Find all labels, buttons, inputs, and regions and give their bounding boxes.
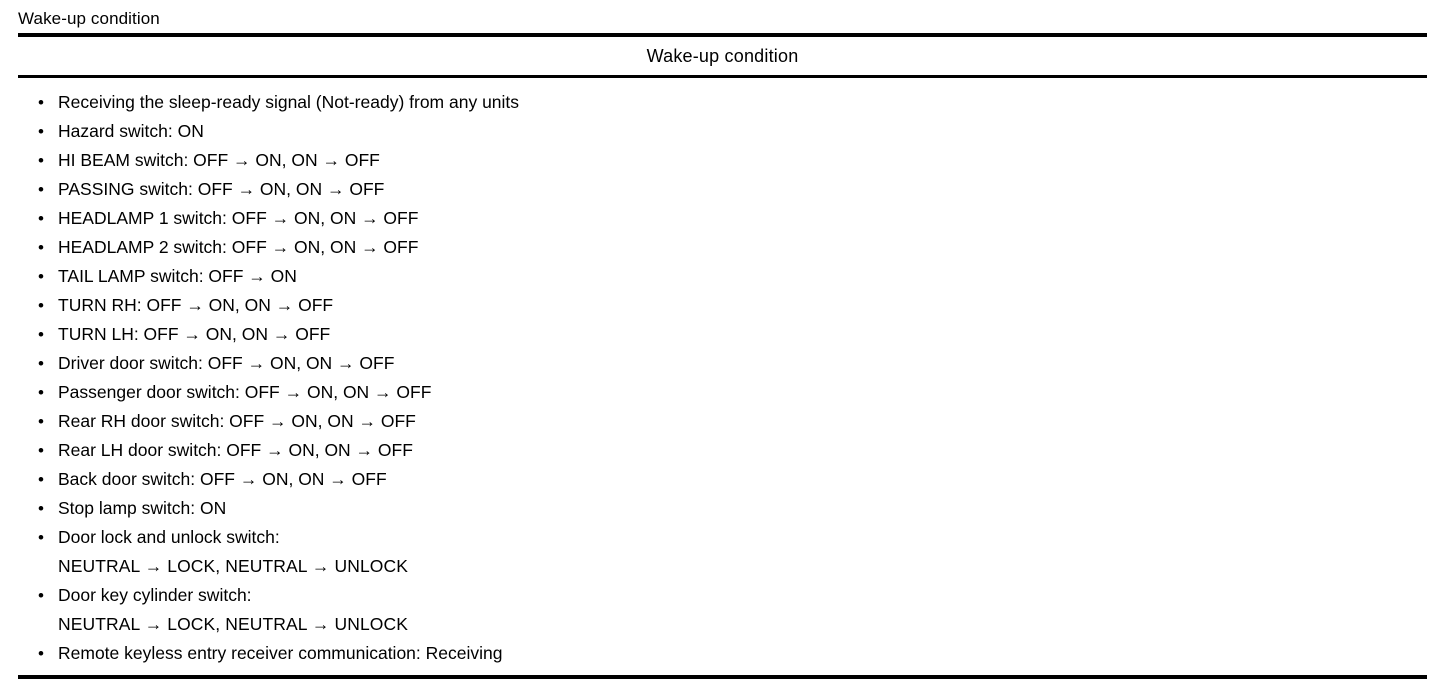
- wake-up-condition-table: Wake-up condition • Receiving the sleep-r…: [18, 33, 1427, 679]
- bullet-icon: •: [38, 93, 44, 112]
- list-item: • Stop lamp switch: ON: [18, 494, 1427, 523]
- list-item: • Back door switch: OFF → ON, ON → OFF: [18, 465, 1427, 494]
- list-item-text: Door lock and unlock switch:: [58, 527, 280, 547]
- bullet-icon: •: [38, 267, 44, 286]
- table-header-separator-rule: [18, 75, 1427, 78]
- table-body: • Receiving the sleep-ready signal (Not-r…: [18, 78, 1427, 675]
- list-item-text: Hazard switch: ON: [58, 121, 204, 141]
- list-item-text: Rear RH door switch: OFF → ON, ON → OFF: [58, 411, 416, 431]
- bullet-icon: •: [38, 296, 44, 315]
- list-item-text: HI BEAM switch: OFF → ON, ON → OFF: [58, 150, 380, 170]
- list-item-text: TURN RH: OFF → ON, ON → OFF: [58, 295, 334, 315]
- list-item: • HI BEAM switch: OFF → ON, ON → OFF: [18, 146, 1427, 175]
- list-item: • Rear RH door switch: OFF → ON, ON → OFF: [18, 407, 1427, 436]
- list-item-continuation-text: NEUTRAL → LOCK, NEUTRAL → UNLOCK: [58, 614, 409, 634]
- bullet-icon: •: [38, 499, 44, 518]
- list-item: • Remote keyless entry receiver communica…: [18, 639, 1427, 668]
- list-item-text: HEADLAMP 1 switch: OFF → ON, ON → OFF: [58, 208, 419, 228]
- list-item: • Driver door switch: OFF → ON, ON → OFF: [18, 349, 1427, 378]
- list-item-text: TURN LH: OFF → ON, ON → OFF: [58, 324, 331, 344]
- bullet-icon: •: [38, 586, 44, 605]
- list-item-text: Passenger door switch: OFF → ON, ON → OF…: [58, 382, 432, 402]
- table-column-header: Wake-up condition: [646, 46, 799, 66]
- list-item-text: Stop lamp switch: ON: [58, 498, 227, 518]
- list-item-text: Driver door switch: OFF → ON, ON → OFF: [58, 353, 395, 373]
- list-item: • HEADLAMP 2 switch: OFF → ON, ON → OFF: [18, 233, 1427, 262]
- bullet-icon: •: [38, 325, 44, 344]
- list-item-text: Door key cylinder switch:: [58, 585, 252, 605]
- list-item: • Hazard switch: ON: [18, 117, 1427, 146]
- list-item: • Door key cylinder switch: NEUTRAL → LOCK…: [18, 581, 1427, 639]
- list-item: • Rear LH door switch: OFF → ON, ON → OFF: [18, 436, 1427, 465]
- list-item-continuation-text: NEUTRAL → LOCK, NEUTRAL → UNLOCK: [58, 556, 409, 576]
- bullet-icon: •: [38, 412, 44, 431]
- list-item-text: Receiving the sleep-ready signal (Not-re…: [58, 92, 520, 112]
- bullet-icon: •: [38, 644, 44, 663]
- bullet-icon: •: [38, 238, 44, 257]
- table-bottom-rule: [18, 675, 1427, 679]
- list-item: • PASSING switch: OFF → ON, ON → OFF: [18, 175, 1427, 204]
- section-title: Wake-up condition: [18, 9, 160, 28]
- list-item-text: Back door switch: OFF → ON, ON → OFF: [58, 469, 387, 489]
- list-item: • HEADLAMP 1 switch: OFF → ON, ON → OFF: [18, 204, 1427, 233]
- bullet-icon: •: [38, 151, 44, 170]
- list-item-text: TAIL LAMP switch: OFF → ON: [58, 266, 297, 286]
- list-item: • Door lock and unlock switch: NEUTRAL → L…: [18, 523, 1427, 581]
- bullet-icon: •: [38, 528, 44, 547]
- list-item: • TAIL LAMP switch: OFF → ON: [18, 262, 1427, 291]
- list-item: • TURN LH: OFF → ON, ON → OFF: [18, 320, 1427, 349]
- condition-list: • Receiving the sleep-ready signal (Not-r…: [18, 88, 1427, 668]
- list-item-text: Remote keyless entry receiver communicat…: [58, 643, 503, 663]
- list-item: • Receiving the sleep-ready signal (Not-r…: [18, 88, 1427, 117]
- table-header-row: Wake-up condition: [18, 37, 1427, 75]
- bullet-icon: •: [38, 209, 44, 228]
- bullet-icon: •: [38, 470, 44, 489]
- list-item-text: Rear LH door switch: OFF → ON, ON → OFF: [58, 440, 413, 460]
- table-top-rule: [18, 33, 1427, 37]
- bullet-icon: •: [38, 441, 44, 460]
- list-item-text: HEADLAMP 2 switch: OFF → ON, ON → OFF: [58, 237, 419, 257]
- list-item: • Passenger door switch: OFF → ON, ON → O…: [18, 378, 1427, 407]
- bullet-icon: •: [38, 354, 44, 373]
- list-item-text: PASSING switch: OFF → ON, ON → OFF: [58, 179, 385, 199]
- bullet-icon: •: [38, 122, 44, 141]
- list-item: • TURN RH: OFF → ON, ON → OFF: [18, 291, 1427, 320]
- bullet-icon: •: [38, 383, 44, 402]
- bullet-icon: •: [38, 180, 44, 199]
